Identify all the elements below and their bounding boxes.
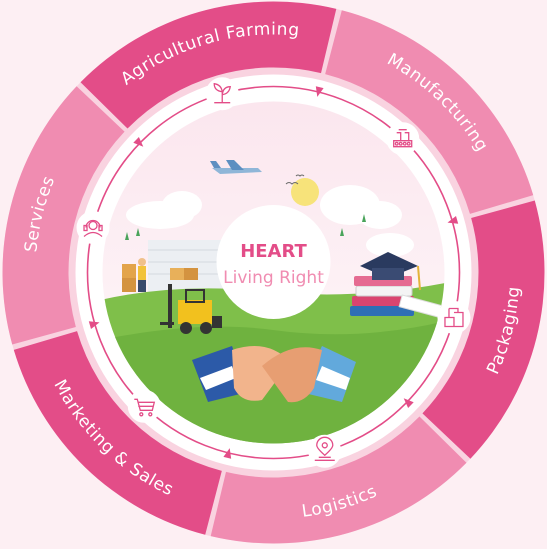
clouds <box>126 185 414 257</box>
center-subtitle: Living Right <box>223 268 324 288</box>
seedling-icon <box>205 77 239 111</box>
segment-agricultural-farming <box>80 1 337 129</box>
flow-arrow <box>88 321 100 329</box>
sprouts <box>125 214 366 240</box>
location-pin-icon <box>308 434 342 468</box>
flow-arrow <box>447 216 459 224</box>
segment-logistics <box>210 416 467 544</box>
segment-marketing-sales <box>13 331 222 535</box>
segment-services <box>2 86 125 345</box>
conveyor-factory-icon <box>386 122 420 156</box>
flow-arrows <box>88 86 459 459</box>
birds <box>285 174 305 185</box>
segment-manufacturing <box>325 10 534 214</box>
sun <box>291 178 319 206</box>
flow-circle <box>86 85 461 460</box>
flow-arrow <box>403 398 414 409</box>
worker <box>138 258 146 292</box>
shopping-cart-icon <box>127 389 161 423</box>
forklift <box>160 284 222 334</box>
flow-arrow <box>315 86 324 97</box>
center-title: HEART <box>240 241 307 262</box>
flow-arrow <box>223 448 232 459</box>
center-disc <box>216 205 331 319</box>
flow-arrow <box>133 136 144 147</box>
handshake <box>192 346 356 403</box>
boxes-icon <box>437 300 471 334</box>
segment-packaging <box>422 200 545 459</box>
central-scene <box>102 101 445 444</box>
stage-icons <box>76 77 471 468</box>
warehouse <box>148 240 226 292</box>
books-graduation-cap <box>350 252 445 319</box>
customer-service-icon <box>76 211 110 245</box>
airplane <box>210 160 262 174</box>
